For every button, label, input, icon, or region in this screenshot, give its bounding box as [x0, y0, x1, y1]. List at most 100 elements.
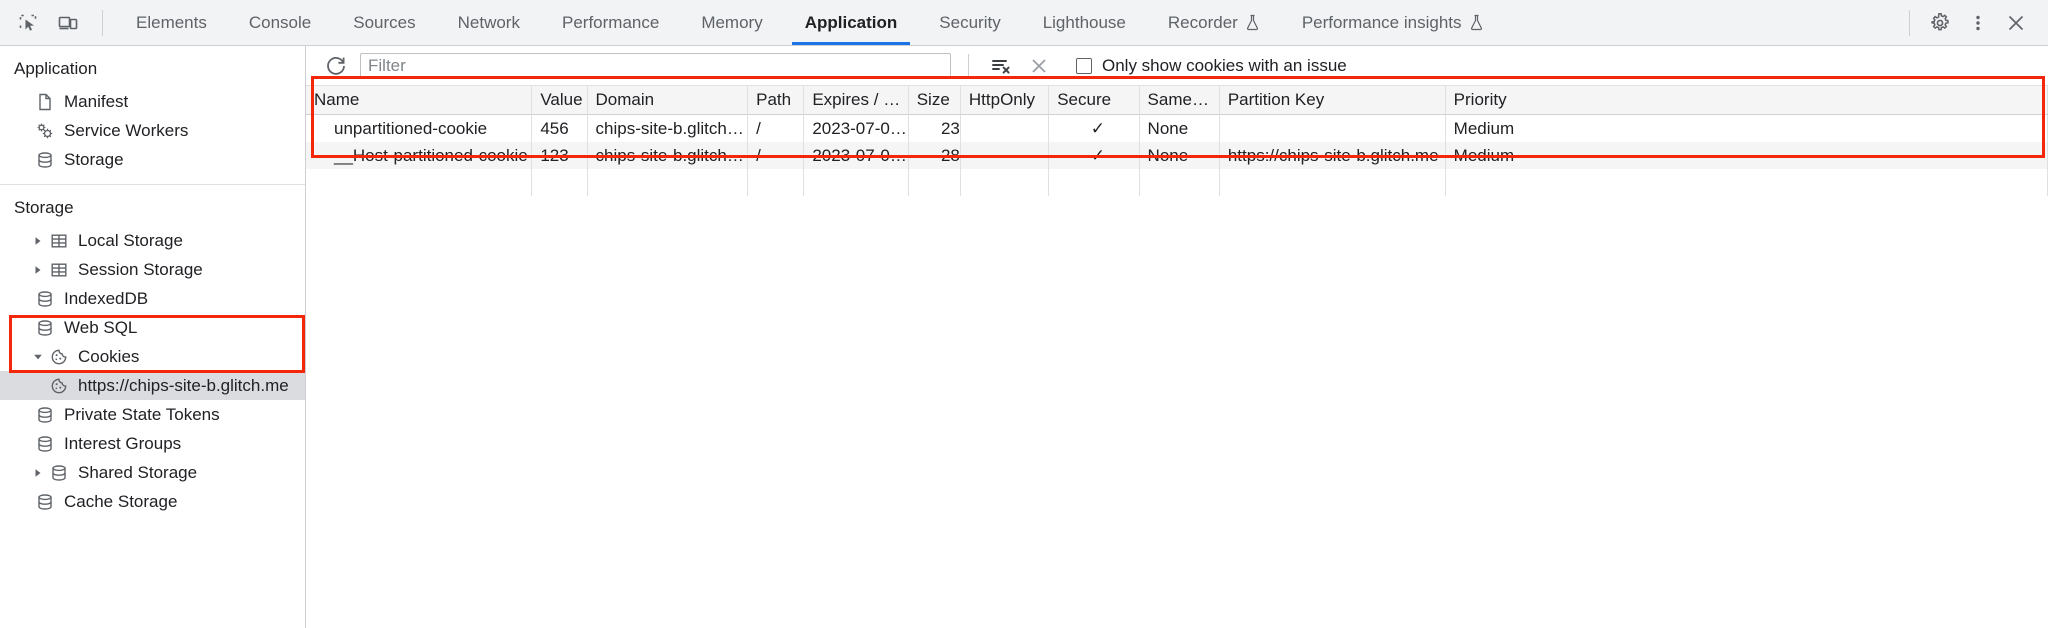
toolbar-divider: [968, 53, 969, 78]
close-icon[interactable]: [1998, 5, 2034, 41]
cell-value: 123: [531, 142, 588, 169]
cell-samesite: None: [1139, 142, 1220, 169]
inspect-element-icon[interactable]: [10, 5, 46, 41]
device-toolbar-icon[interactable]: [50, 5, 86, 41]
sidebar-item-private-state-tokens[interactable]: Private State Tokens: [0, 400, 305, 429]
column-header-samesite[interactable]: SameSite: [1139, 86, 1220, 115]
tab-recorder[interactable]: Recorder: [1147, 0, 1281, 45]
sidebar-item-cookie-origin[interactable]: https://chips-site-b.glitch.me: [0, 371, 305, 400]
cell-path: /: [747, 114, 805, 142]
sidebar-item-storage[interactable]: Storage: [0, 145, 305, 174]
cell-name: unpartitioned-cookie: [306, 114, 533, 142]
gears-icon: [34, 121, 56, 141]
sidebar-item-manifest[interactable]: Manifest: [0, 87, 305, 116]
chevron-right-icon[interactable]: [28, 468, 48, 478]
cell-expires: 2023-07-07…: [803, 142, 909, 169]
sidebar-item-interest-groups[interactable]: Interest Groups: [0, 429, 305, 458]
table-grid-icon: [48, 231, 70, 251]
search-input[interactable]: [360, 52, 951, 79]
application-sidebar: Application Manifest: [0, 46, 306, 628]
tab-lighthouse[interactable]: Lighthouse: [1022, 0, 1147, 45]
chevron-right-icon[interactable]: [28, 236, 48, 246]
database-icon: [48, 463, 70, 483]
sidebar-item-label: Local Storage: [78, 230, 183, 250]
cell-expires: 2023-07-07…: [803, 114, 909, 142]
sidebar-item-local-storage[interactable]: Local Storage: [0, 226, 305, 255]
cell-path: /: [747, 142, 805, 169]
column-header-name[interactable]: Name: [306, 86, 533, 115]
sidebar-section-title: Storage: [14, 198, 74, 217]
sidebar-item-service-workers[interactable]: Service Workers: [0, 116, 305, 145]
sidebar-item-label: https://chips-site-b.glitch.me: [78, 375, 289, 395]
clear-x-icon[interactable]: [1024, 51, 1054, 81]
column-header-httponly[interactable]: HttpOnly: [960, 86, 1050, 115]
chevron-right-icon[interactable]: [28, 265, 48, 275]
table-grid-icon: [48, 260, 70, 280]
tab-memory[interactable]: Memory: [680, 0, 783, 45]
cell-httponly: [960, 114, 1050, 142]
tab-security[interactable]: Security: [918, 0, 1021, 45]
cookie-icon: [48, 376, 70, 396]
cookies-filter-toolbar: Only show cookies with an issue: [306, 46, 2048, 86]
cookies-panel: Only show cookies with an issue Name Val…: [306, 46, 2048, 628]
tab-label: Memory: [701, 12, 763, 32]
sidebar-section-title: Application: [14, 59, 98, 78]
only-show-issues-checkbox-wrapper[interactable]: Only show cookies with an issue: [1076, 56, 1347, 76]
tab-sources[interactable]: Sources: [332, 0, 436, 45]
tab-console[interactable]: Console: [228, 0, 332, 45]
table-header-row: Name Value Domain Path Expires / M… Size…: [306, 86, 2048, 115]
toolbar-divider: [1909, 9, 1910, 36]
column-header-size[interactable]: Size: [908, 86, 961, 115]
database-icon: [34, 405, 56, 425]
toolbar-divider: [102, 9, 103, 36]
sidebar-item-shared-storage[interactable]: Shared Storage: [0, 458, 305, 487]
tab-network[interactable]: Network: [437, 0, 541, 45]
chevron-down-icon[interactable]: [28, 352, 48, 362]
column-header-path[interactable]: Path: [747, 86, 805, 115]
cookie-icon: [48, 347, 70, 367]
devtools-toolbar: Elements Console Sources Network Perform…: [0, 0, 2048, 46]
column-header-secure[interactable]: Secure: [1048, 86, 1140, 115]
database-icon: [34, 434, 56, 454]
only-show-issues-checkbox[interactable]: [1076, 57, 1092, 74]
tab-elements[interactable]: Elements: [115, 0, 228, 45]
tab-label: Performance insights: [1301, 12, 1462, 32]
refresh-icon[interactable]: [320, 50, 352, 82]
clear-filters-icon[interactable]: [986, 51, 1016, 81]
sidebar-item-web-sql[interactable]: Web SQL: [0, 313, 305, 342]
sidebar-item-label: Manifest: [64, 91, 129, 111]
sidebar-item-cache-storage[interactable]: Cache Storage: [0, 487, 305, 516]
tab-label: Lighthouse: [1042, 12, 1126, 32]
column-header-domain[interactable]: Domain: [587, 86, 749, 115]
cookies-table-container[interactable]: Name Value Domain Path Expires / M… Size…: [306, 86, 2048, 628]
column-header-value[interactable]: Value: [531, 86, 588, 115]
sidebar-item-session-storage[interactable]: Session Storage: [0, 255, 305, 284]
sidebar-item-indexeddb[interactable]: IndexedDB: [0, 284, 305, 313]
cell-samesite: None: [1139, 114, 1220, 142]
column-header-partition-key[interactable]: Partition Key: [1219, 86, 1446, 115]
document-icon: [34, 92, 56, 112]
tab-label: Sources: [353, 12, 416, 32]
tab-application[interactable]: Application: [784, 0, 919, 45]
sidebar-item-cookies[interactable]: Cookies: [0, 342, 305, 371]
cell-priority: Medium: [1445, 114, 2048, 142]
sidebar-item-label: Session Storage: [78, 259, 203, 279]
tab-performance[interactable]: Performance: [541, 0, 680, 45]
table-row[interactable]: __Host-partitioned-cookie 123 chips-site…: [306, 142, 2048, 169]
toolbar-left-controls: [0, 0, 115, 45]
database-icon: [34, 289, 56, 309]
kebab-menu-icon[interactable]: [1960, 5, 1996, 41]
table-row[interactable]: unpartitioned-cookie 456 chips-site-b.gl…: [306, 114, 2048, 142]
sidebar-section-storage: Storage Local Storage: [0, 184, 305, 526]
sidebar-item-label: Web SQL: [64, 317, 138, 337]
sidebar-item-label: Interest Groups: [64, 433, 182, 453]
column-header-expires[interactable]: Expires / M…: [803, 86, 909, 115]
column-header-priority[interactable]: Priority: [1445, 86, 2048, 115]
sidebar-item-label: IndexedDB: [64, 288, 149, 308]
cell-domain: chips-site-b.glitch.me: [587, 114, 749, 142]
gear-icon[interactable]: [1922, 5, 1958, 41]
sidebar-item-label: Service Workers: [64, 120, 189, 140]
tab-performance-insights[interactable]: Performance insights: [1281, 0, 1505, 45]
cell-name: __Host-partitioned-cookie: [306, 142, 533, 169]
